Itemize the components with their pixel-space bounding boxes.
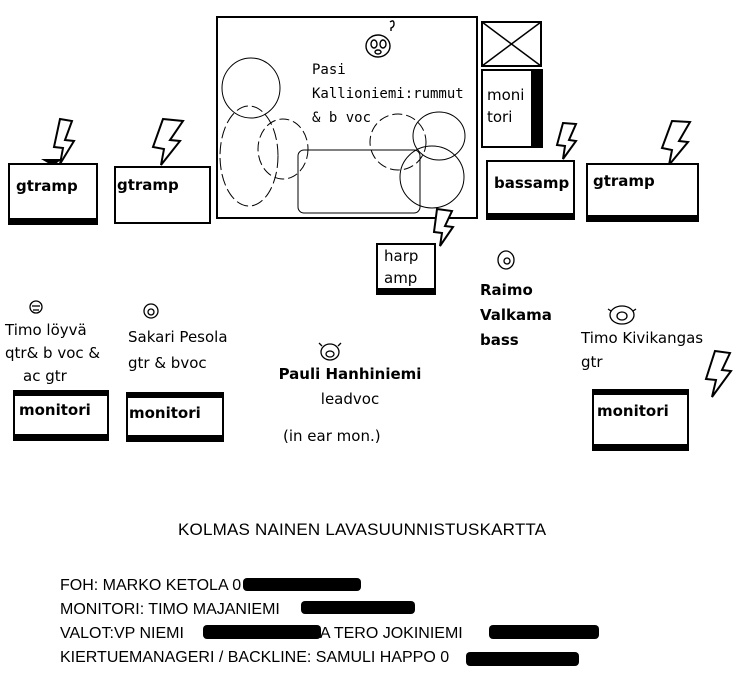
- drummer-name-line: Kallioniemi:rummut: [312, 86, 464, 102]
- performer-name: Sakari Pesola: [128, 328, 228, 346]
- contact-monitori: MONITORI: TIMO MAJANIEMI: [60, 598, 463, 622]
- lightning-icon: [555, 121, 578, 160]
- drum-riser-inner: [297, 149, 421, 214]
- performer-name: Raimo: [480, 281, 533, 299]
- gtramp-3: gtramp: [586, 163, 699, 222]
- lightning-icon: [704, 349, 733, 398]
- performer-timo-kivikangas: Timo Kivikangas gtr: [581, 326, 703, 374]
- redaction-marks: [203, 578, 599, 666]
- monitor-label: monitori: [597, 402, 669, 420]
- face-icon: [29, 300, 43, 314]
- performer-role: bass: [480, 331, 519, 349]
- performer-timo-loyva: Timo löyvä qtr& b voc & ac gtr: [5, 319, 113, 388]
- face-icon: [497, 250, 515, 270]
- bassamp-label: bassamp: [494, 174, 570, 192]
- drummer-label: Pasi Kallioniemi:rummut & b voc: [312, 58, 464, 130]
- gtramp-label: gtramp: [593, 172, 655, 190]
- face-icon: [607, 305, 637, 325]
- drum-circle: [369, 113, 427, 171]
- performer-pauli: Pauli Hanhiniemi leadvoc: [270, 362, 430, 412]
- performer-role: gtr: [581, 353, 603, 371]
- drum-circle: [399, 145, 465, 209]
- harp-amp-label: harp amp: [384, 245, 418, 289]
- performer-name: Pauli Hanhiniemi: [278, 365, 422, 383]
- page-title: KOLMAS NAINEN LAVASUUNNISTUSKARTTA: [178, 520, 547, 539]
- performer-role: qtr& b voc &: [5, 344, 101, 362]
- lightning-icon: [432, 207, 455, 247]
- contact-valot: VALOT:VP NIEMI JA TERO JOKINIEMI: [60, 622, 463, 646]
- performer-sakari: Sakari Pesola gtr & bvoc: [128, 324, 228, 376]
- lightning-icon: [151, 117, 185, 166]
- face-icon: [365, 20, 395, 58]
- drum-circle: [257, 118, 309, 180]
- x-box-icon: [481, 21, 542, 67]
- gtramp-1: gtramp: [8, 163, 98, 225]
- performer-name: Valkama: [480, 306, 552, 324]
- drum-circle: [221, 57, 281, 119]
- contact-label: KIERTUEMANAGERI / BACKLINE: SAMULI HAPPO…: [60, 649, 450, 666]
- drum-riser: [216, 16, 478, 219]
- bassamp: bassamp: [486, 160, 575, 220]
- monitor-label: monitori: [19, 401, 91, 419]
- drummer-role-line: & b voc: [312, 110, 372, 126]
- contact-label: JA TERO JOKINIEMI: [311, 625, 463, 642]
- side-monitor-line: moni: [487, 86, 525, 104]
- monitor-3: monitori: [592, 389, 689, 451]
- contact-label: VALOT:VP NIEMI: [60, 625, 184, 642]
- gtramp-label: gtramp: [16, 177, 78, 195]
- in-ear-note: (in ear mon.): [283, 427, 381, 445]
- lightning-icon: [52, 117, 76, 165]
- performer-name: Timo löyvä: [5, 321, 87, 339]
- lightning-icons: [52, 117, 733, 398]
- monitor-label: monitori: [129, 404, 201, 422]
- drummer-name-line: Pasi: [312, 62, 346, 78]
- contact-label: FOH: MARKO KETOLA 0: [60, 577, 242, 594]
- performer-role: leadvoc: [320, 390, 380, 408]
- contact-foh: FOH: MARKO KETOLA 0: [60, 574, 463, 598]
- contact-list: FOH: MARKO KETOLA 0 MONITORI: TIMO MAJAN…: [60, 574, 463, 670]
- lightning-icon: [660, 119, 692, 166]
- drum-kit: [219, 57, 466, 214]
- performer-name: Timo Kivikangas: [581, 329, 704, 347]
- monitor-1: monitori: [13, 390, 109, 441]
- gtramp-label: gtramp: [117, 176, 179, 194]
- drum-circle: [412, 111, 466, 161]
- arrow-icon: [41, 159, 62, 166]
- face-icon: [318, 342, 342, 361]
- performer-raimo: Raimo Valkama bass: [480, 278, 552, 353]
- face-icon: [143, 303, 159, 319]
- side-monitor-line: tori: [487, 108, 513, 126]
- harp-amp-line: amp: [384, 269, 418, 287]
- performer-role: gtr & bvoc: [128, 354, 207, 372]
- contact-label: MONITORI: TIMO MAJANIEMI: [60, 601, 280, 618]
- gtramp-2: gtramp: [114, 166, 211, 224]
- harp-amp: harp amp: [376, 243, 436, 295]
- harp-amp-line: harp: [384, 247, 419, 265]
- side-monitor-label: moni tori: [487, 84, 524, 128]
- contact-kiertuemanageri: KIERTUEMANAGERI / BACKLINE: SAMULI HAPPO…: [60, 646, 463, 670]
- drum-circle: [219, 105, 279, 207]
- performer-role: ac gtr: [23, 367, 67, 385]
- monitor-2: monitori: [126, 392, 224, 442]
